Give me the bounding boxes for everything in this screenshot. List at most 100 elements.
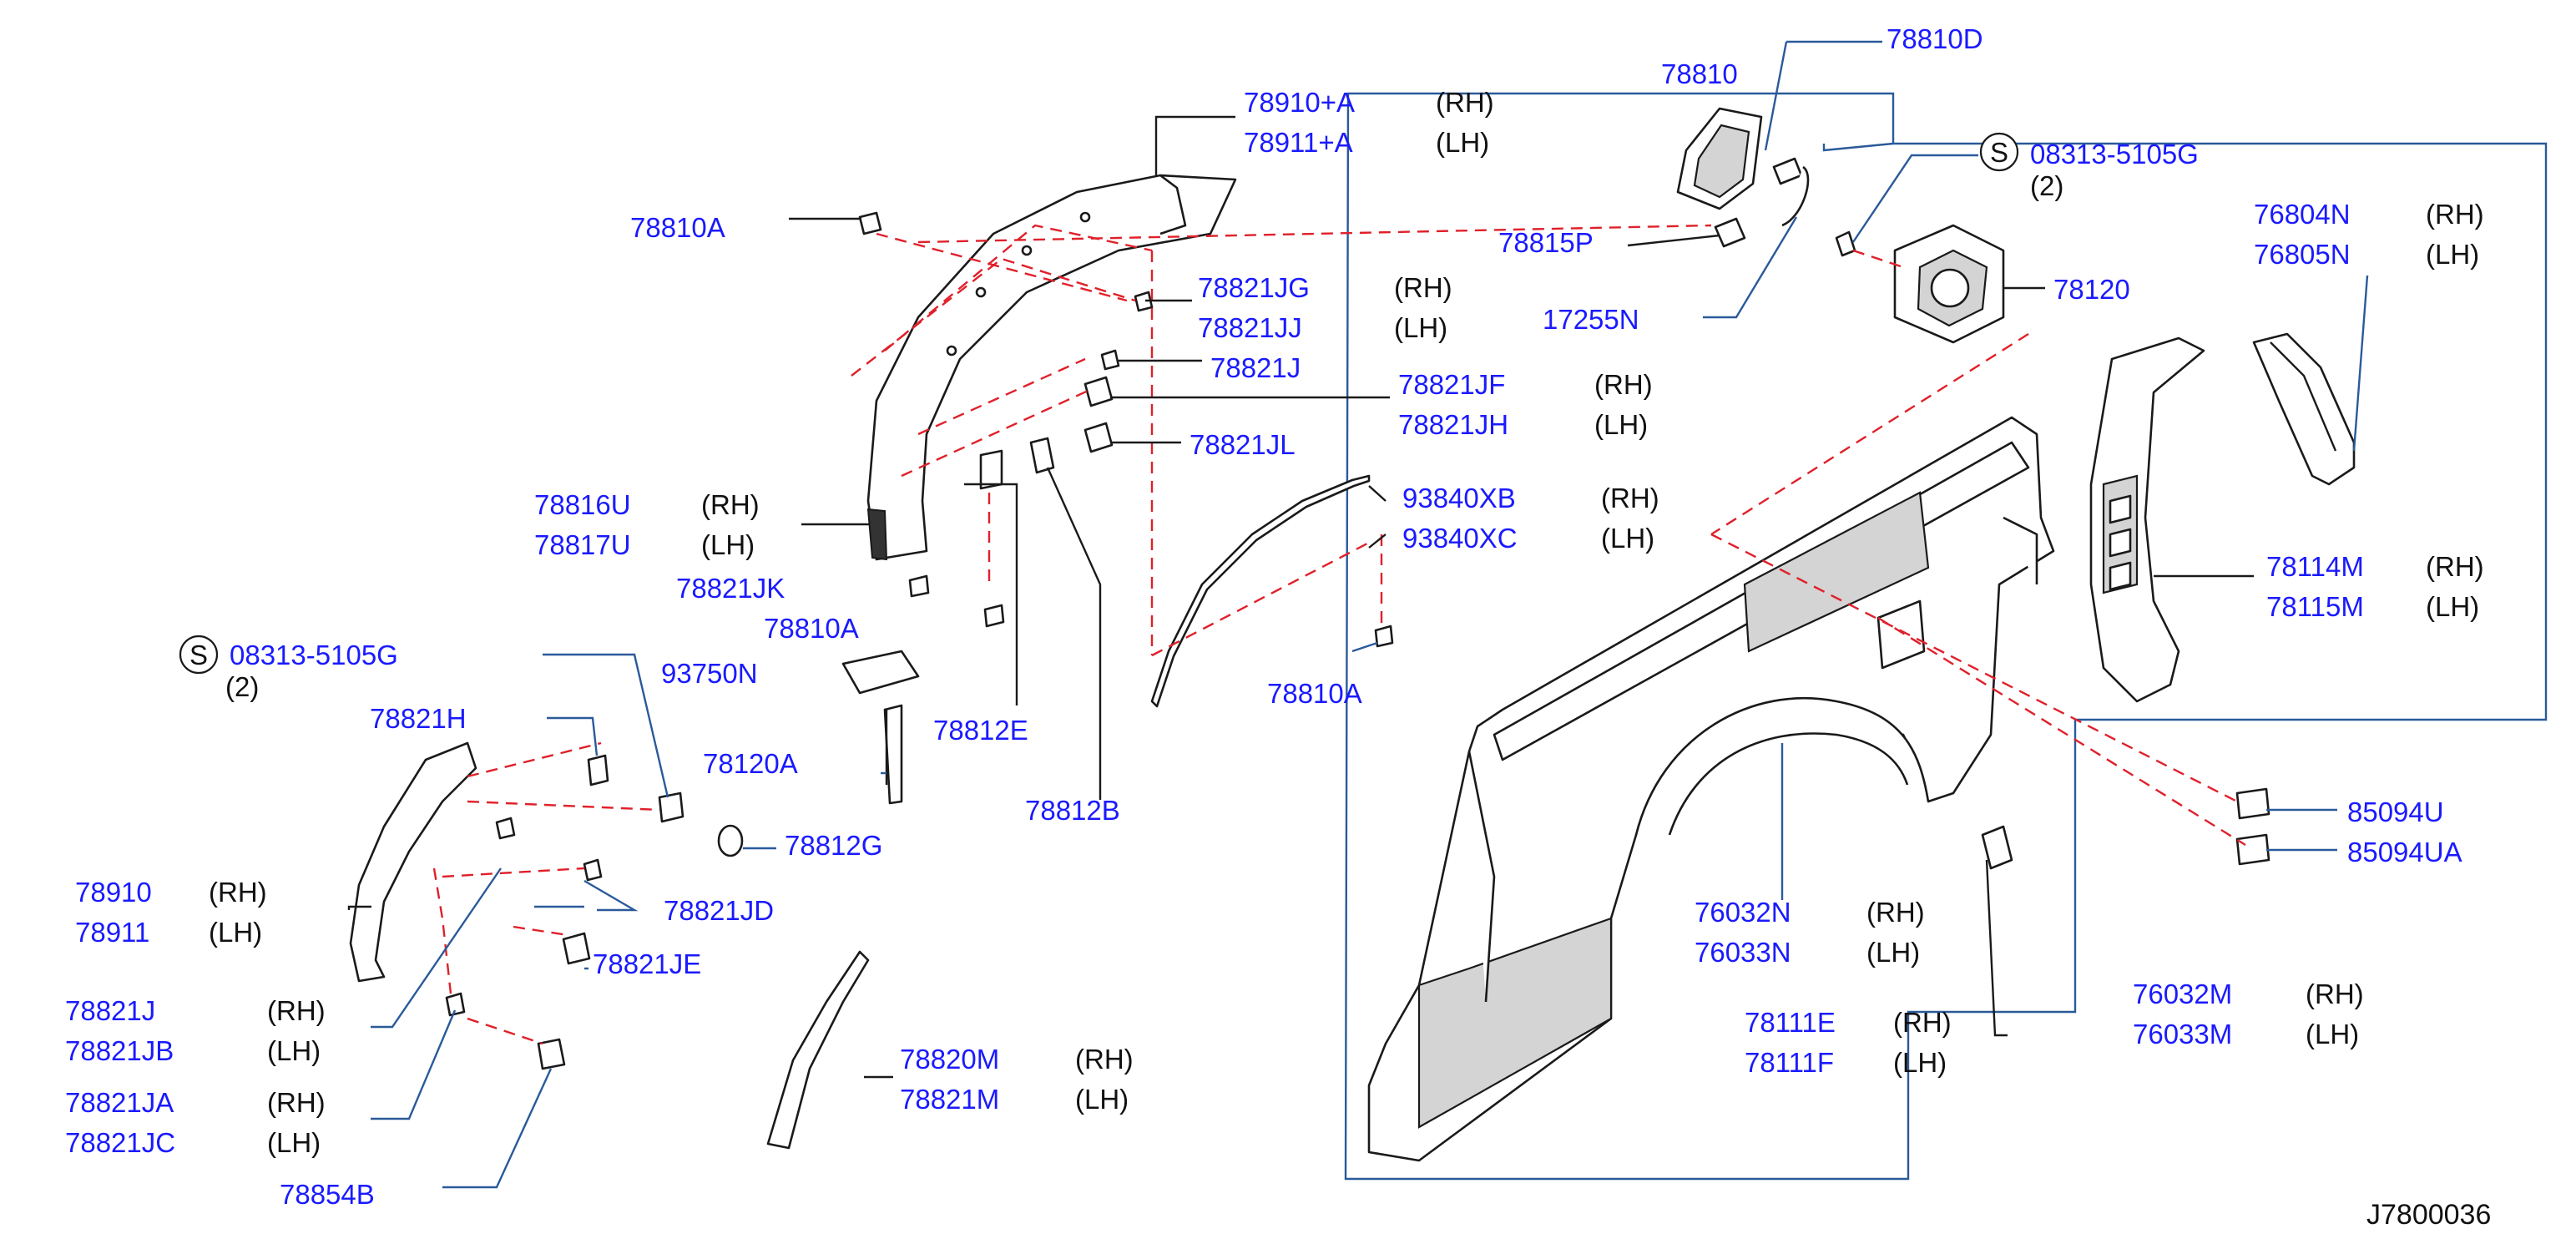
part-number-label: 78111E bbox=[1745, 1007, 1836, 1038]
corner-cover-76804N bbox=[2252, 332, 2356, 486]
part-number-label: 78910 bbox=[75, 877, 152, 908]
side-label: (RH) bbox=[2426, 551, 2484, 582]
part-number-label: 78910+A bbox=[1244, 87, 1355, 118]
side-label: (RH) bbox=[1866, 897, 1925, 928]
part-number-label: 78810D bbox=[1887, 23, 1983, 54]
assembly-dash-lines bbox=[432, 224, 2246, 1045]
side-label: (LH) bbox=[1601, 523, 1654, 554]
side-label: (RH) bbox=[701, 489, 760, 520]
part-number-label: 78812G bbox=[785, 830, 882, 861]
svg-text:S: S bbox=[189, 640, 208, 670]
part-number-label: 78821JL bbox=[1190, 429, 1296, 460]
part-number-label: 78821JJ bbox=[1198, 312, 1302, 343]
part-number-label: 78821JF bbox=[1398, 369, 1505, 400]
part-number-label: 78821H bbox=[370, 703, 467, 734]
part-number-label: 78810A bbox=[764, 613, 859, 644]
part-number-label: 78911+A bbox=[1244, 127, 1353, 158]
side-label: (RH) bbox=[2426, 199, 2484, 230]
part-number-label: 78821M bbox=[900, 1084, 999, 1115]
part-number-label: 78812B bbox=[1025, 795, 1120, 826]
part-number-label: 78911 bbox=[75, 917, 149, 948]
part-number-label: 78821JC bbox=[65, 1127, 175, 1158]
side-label: (LH) bbox=[267, 1035, 321, 1066]
side-label: (LH) bbox=[2426, 591, 2479, 622]
side-label: (LH) bbox=[209, 917, 262, 948]
part-number-label: 78111F bbox=[1745, 1047, 1834, 1078]
part-number-label: 78816U bbox=[534, 489, 631, 520]
side-label: (RH) bbox=[209, 877, 267, 908]
small-fasteners bbox=[445, 211, 2270, 1070]
side-label: (RH) bbox=[267, 995, 326, 1026]
screw-symbol-left: S bbox=[179, 635, 219, 675]
leader-lines bbox=[347, 40, 2369, 1189]
part-number-label: 78810A bbox=[1267, 678, 1362, 709]
filler-housing-78120 bbox=[1835, 224, 2005, 344]
quantity-label: (2) bbox=[225, 671, 259, 702]
part-number-label: 17255N bbox=[1543, 304, 1639, 335]
diagram-reference-code: J7800036 bbox=[2366, 1199, 2491, 1231]
side-label: (LH) bbox=[2306, 1019, 2359, 1049]
part-number-label: 78854B bbox=[280, 1179, 375, 1210]
fuel-filler-78810 bbox=[1676, 107, 1810, 248]
part-number-label: 76032M bbox=[2133, 979, 2232, 1009]
side-label: (LH) bbox=[1075, 1084, 1129, 1115]
part-number-label: 78810 bbox=[1661, 58, 1738, 89]
side-label: (RH) bbox=[267, 1087, 326, 1118]
part-number-label: 78821JE bbox=[593, 948, 701, 979]
part-number-label: 76805N bbox=[2254, 239, 2351, 270]
side-label: (RH) bbox=[1893, 1007, 1952, 1038]
svg-text:S: S bbox=[1990, 137, 2008, 168]
side-label: (LH) bbox=[267, 1127, 321, 1158]
part-number-label: 08313-5105G bbox=[2030, 139, 2199, 169]
side-label: (LH) bbox=[701, 529, 755, 560]
side-label: (LH) bbox=[2426, 239, 2479, 270]
arch-molding-78820M bbox=[766, 950, 870, 1150]
side-label: (LH) bbox=[1866, 937, 1920, 968]
side-label: (LH) bbox=[1893, 1047, 1947, 1078]
part-number-label: 93840XC bbox=[1402, 523, 1518, 554]
part-number-label: 78810A bbox=[630, 212, 725, 243]
part-number-label: 78821JG bbox=[1198, 272, 1310, 303]
part-number-label: 78812E bbox=[933, 715, 1028, 746]
part-number-label: 78821J bbox=[1210, 352, 1301, 383]
side-label: (LH) bbox=[1594, 409, 1648, 440]
part-number-label: 78120A bbox=[703, 748, 798, 779]
fender-flare-78910A bbox=[866, 174, 1237, 561]
screw-symbol-top: S bbox=[1979, 132, 2019, 172]
part-number-label: 78115M bbox=[2266, 591, 2364, 622]
part-number-label: 76033N bbox=[1695, 937, 1791, 968]
inner-box-outline bbox=[1822, 142, 1894, 152]
part-number-label: 78821J bbox=[65, 995, 155, 1026]
side-label: (RH) bbox=[1594, 369, 1653, 400]
part-number-label: 78821JD bbox=[664, 895, 774, 926]
part-number-label: 08313-5105G bbox=[230, 640, 398, 670]
part-labels: 78910+A (RH) 78911+A (LH) 78810A 78821JG (RH) 7… bbox=[65, 23, 2484, 1210]
part-number-label: 78821JH bbox=[1398, 409, 1508, 440]
mud-guard-seal-93840XB bbox=[1150, 474, 1371, 708]
side-label: (RH) bbox=[2306, 979, 2364, 1009]
part-number-label: 85094UA bbox=[2347, 837, 2462, 867]
part-number-label: 76032N bbox=[1695, 897, 1791, 928]
side-label: (LH) bbox=[1436, 127, 1489, 158]
front-trim-78910 bbox=[349, 741, 477, 983]
part-number-label: 78821JA bbox=[65, 1087, 174, 1118]
side-label: (RH) bbox=[1394, 272, 1452, 303]
part-number-label: 76804N bbox=[2254, 199, 2351, 230]
part-number-label: 78817U bbox=[534, 529, 631, 560]
side-label: (RH) bbox=[1436, 87, 1494, 118]
part-number-label: 78120 bbox=[2053, 274, 2130, 305]
part-number-label: 93750N bbox=[661, 658, 758, 689]
part-number-label: 85094U bbox=[2347, 796, 2444, 827]
quantity-label: (2) bbox=[2030, 170, 2063, 201]
part-number-label: 78821JK bbox=[676, 573, 785, 604]
side-panel-76032N bbox=[1367, 416, 2055, 1162]
part-number-label: 78820M bbox=[900, 1044, 999, 1075]
part-number-label: 93840XB bbox=[1402, 483, 1516, 513]
part-number-label: 76033M bbox=[2133, 1019, 2232, 1049]
part-number-label: 78815P bbox=[1498, 227, 1594, 258]
part-number-label: 78114M bbox=[2266, 551, 2364, 582]
part-number-label: 78821JB bbox=[65, 1035, 174, 1066]
side-label: (RH) bbox=[1075, 1044, 1134, 1075]
side-label: (RH) bbox=[1601, 483, 1659, 513]
